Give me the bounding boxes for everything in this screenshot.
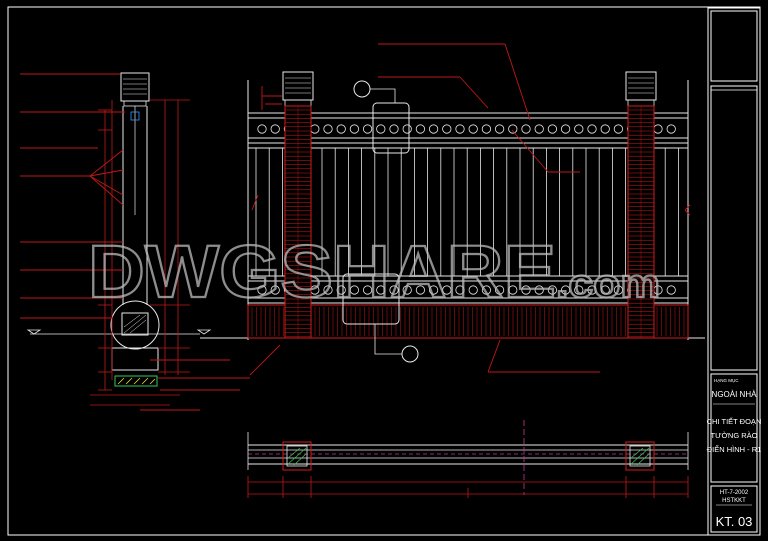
fence-ring [389, 124, 399, 134]
side-section-detail [20, 72, 250, 411]
drawing-title-line-3: ĐIỂN HÌNH - R1 [707, 445, 762, 454]
fence-ring [270, 124, 280, 134]
fence-ring [494, 124, 505, 134]
title-block-cell-3 [710, 373, 758, 483]
fence-ring [613, 285, 624, 295]
fence-ring [257, 285, 267, 295]
fence-ring [560, 285, 571, 295]
elevation-callout-circle-bottom [401, 345, 419, 363]
fence-ring [574, 285, 584, 295]
brick-pillar [282, 71, 314, 339]
watermark-main: DWGSHARE [88, 230, 556, 313]
drawing-title-line-1: CHI TIẾT ĐOẠN [707, 416, 762, 426]
fence-ring [534, 285, 544, 295]
pillar-cap [625, 71, 657, 101]
fence-ring [455, 124, 465, 134]
section-post-cap [120, 72, 150, 102]
fence-ring [442, 124, 452, 134]
fence-ring [468, 285, 478, 295]
fence-ring [587, 285, 597, 295]
fence-ring [349, 285, 359, 295]
section-detail-callout-circle [110, 300, 160, 350]
fence-ring [666, 285, 676, 295]
category-label: HẠNG MỤC [714, 378, 739, 383]
fence-ring [560, 124, 571, 134]
title-block: HẠNG MỤC NGOÀI NHÀ CHI TIẾT ĐOẠN TƯỜNG R… [707, 7, 762, 536]
fence-ring [534, 124, 544, 134]
fence-ring [376, 285, 386, 295]
category-value: NGOÀI NHÀ [712, 390, 758, 399]
sheet-number: KT. 03 [716, 514, 753, 529]
elevation-callout-box-top [372, 102, 410, 154]
fence-ring [508, 124, 518, 134]
fence-ring [468, 124, 478, 134]
watermark-suffix: .com [556, 262, 660, 306]
elevation-callout-circle-top [353, 80, 371, 98]
plan-pillar-left [282, 441, 312, 471]
drawing-title-line-2: TƯỜNG RÀO [710, 431, 757, 440]
fence-ring [362, 285, 373, 295]
elevation-callout-box-bottom [342, 273, 400, 325]
plan-view [247, 420, 689, 498]
fence-ring [376, 124, 386, 134]
pillar-cap-base [627, 99, 655, 107]
fence-ring [402, 124, 412, 134]
fence-ring [600, 285, 610, 295]
fence-ring [428, 124, 439, 134]
drawing-code-line-2: HSTKKT [722, 498, 746, 504]
fence-ring [349, 124, 359, 134]
fence-ring [481, 124, 491, 134]
fence-ring [428, 285, 439, 295]
brick-pillar [625, 71, 657, 339]
fence-ring [600, 124, 610, 134]
fence-ring [270, 285, 280, 295]
fence-ring [389, 285, 399, 295]
fence-ring [336, 285, 346, 295]
fence-ring [521, 285, 531, 295]
title-block-cell-1 [710, 10, 758, 82]
fence-ring [521, 124, 531, 134]
drawing-code-line-1: HT-7-2002 [720, 490, 749, 496]
fence-ring [257, 124, 267, 134]
fence-ring [442, 285, 452, 295]
fence-ring [666, 124, 676, 134]
fence-ring [587, 124, 597, 134]
pillar-cap [282, 71, 314, 101]
fence-pickets [255, 148, 679, 276]
plan-pillar-right [625, 441, 655, 471]
section-footing-hatch [114, 375, 158, 387]
watermark: DWGSHARE .com [87, 229, 661, 314]
fence-ring [310, 124, 320, 134]
fence-ring [613, 124, 624, 134]
fence-ring [455, 285, 465, 295]
fence-plinth-wall [247, 304, 689, 339]
fence-ring [323, 124, 333, 134]
front-elevation [196, 43, 705, 376]
title-block-frame [707, 7, 761, 536]
fence-ring [547, 285, 558, 295]
fence-ring [494, 285, 505, 295]
fence-ring [481, 285, 491, 295]
fence-ring [362, 124, 373, 134]
plinth-hatch [251, 307, 685, 336]
fence-ring [574, 124, 584, 134]
fence-ring [547, 124, 558, 134]
brick-pillars [282, 71, 657, 339]
title-block-cell-2 [710, 85, 758, 371]
fence-ring [653, 124, 663, 134]
pillar-cap-base [284, 99, 312, 107]
fence-ring [323, 285, 333, 295]
fence-ring [336, 124, 346, 134]
fence-ring [402, 285, 412, 295]
title-block-cell-4 [710, 485, 758, 533]
fence-ring [415, 285, 425, 295]
fence-ring [415, 124, 425, 134]
fence-ring [508, 285, 518, 295]
